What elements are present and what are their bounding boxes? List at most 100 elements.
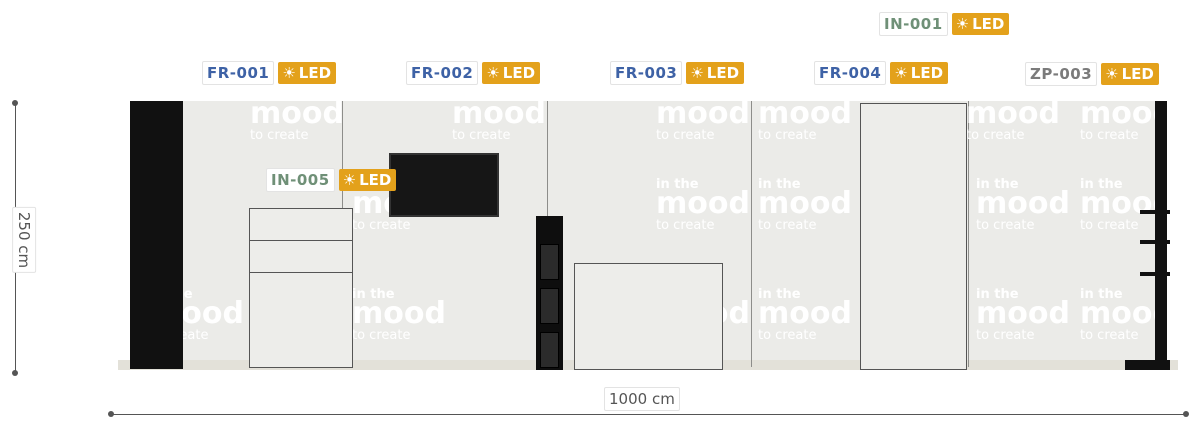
label-fr-001: FR-001 ☀LED xyxy=(202,61,337,85)
width-dimension-line xyxy=(111,414,1188,415)
wall-print-line1: in the xyxy=(1080,287,1123,302)
wall-print-line1: in the xyxy=(656,177,699,192)
wall-print-line2: mood xyxy=(976,186,1070,221)
wall-print-line1: in the xyxy=(758,87,801,102)
wall-print-line3: to create xyxy=(250,128,309,143)
led-badge: ☀LED xyxy=(951,13,1010,35)
center-counter xyxy=(574,263,723,370)
led-badge: ☀LED xyxy=(1101,63,1159,85)
led-badge: ☀LED xyxy=(686,62,745,84)
label-code: IN-001 xyxy=(879,12,948,36)
sun-icon: ☀ xyxy=(342,170,357,189)
brochure-slot xyxy=(540,332,559,368)
label-in-001: IN-001 ☀LED xyxy=(879,12,1010,36)
label-fr-004: FR-004 ☀LED xyxy=(814,61,949,85)
wall-print-line1: in the xyxy=(976,287,1019,302)
shelf-base xyxy=(1125,360,1170,370)
counter-divider xyxy=(249,240,353,241)
sun-icon: ☀ xyxy=(282,63,296,82)
left-pillar xyxy=(130,101,183,369)
label-fr-003: FR-003 ☀LED xyxy=(610,61,745,85)
wall-print-line3: to create xyxy=(452,128,511,143)
wall-print-line2: mood xyxy=(250,96,344,131)
wall-print-line3: to create xyxy=(976,328,1035,343)
wall-print-line1: in the xyxy=(352,287,395,302)
wall-print-line3: to create xyxy=(966,128,1025,143)
wall-print-line1: in the xyxy=(758,287,801,302)
wall-print-line2: mood xyxy=(966,96,1060,131)
wall-print-line3: to create xyxy=(1080,328,1139,343)
sun-icon: ☀ xyxy=(1105,64,1119,83)
wall-print-line2: mood xyxy=(758,96,852,131)
label-code: FR-002 xyxy=(406,61,479,85)
wall-shelf xyxy=(1140,272,1170,276)
panel-seam xyxy=(968,101,969,367)
dimension-end-dot xyxy=(1183,411,1189,417)
wall-print-line2: mood xyxy=(352,296,446,331)
wall-print-line1: in the xyxy=(250,87,293,102)
wall-print-line2: mood xyxy=(452,96,546,131)
tv-screen xyxy=(389,153,499,217)
wall-print-line3: to create xyxy=(1080,218,1139,233)
led-text: LED xyxy=(1121,65,1154,83)
sun-icon: ☀ xyxy=(486,63,500,82)
label-code: ZP-003 xyxy=(1025,62,1098,86)
wall-print-line3: to create xyxy=(352,328,411,343)
label-code: IN-005 xyxy=(266,168,335,192)
wall-print-line3: to create xyxy=(352,218,411,233)
label-code: FR-004 xyxy=(814,61,887,85)
width-label: 1000 cm xyxy=(604,387,680,411)
counter-in-005 xyxy=(249,208,353,368)
dimension-end-dot xyxy=(108,411,114,417)
led-text: LED xyxy=(972,15,1005,33)
wall-print-line1: in the xyxy=(758,177,801,192)
label-code: FR-003 xyxy=(610,61,683,85)
label-code: FR-001 xyxy=(202,61,275,85)
sun-icon: ☀ xyxy=(894,63,908,82)
wall-print-line3: to create xyxy=(758,328,817,343)
panel-seam xyxy=(751,101,752,367)
wall-print-line1: in the xyxy=(656,87,699,102)
label-zp-003: ZP-003 ☀LED xyxy=(1025,62,1159,86)
label-fr-002: FR-002 ☀LED xyxy=(406,61,541,85)
led-text: LED xyxy=(910,64,944,82)
brochure-slot xyxy=(540,288,559,324)
wall-print-line2: mood xyxy=(758,186,852,221)
wall-print-line2: mood xyxy=(656,96,750,131)
sun-icon: ☀ xyxy=(690,63,704,82)
height-label: 250 cm xyxy=(12,206,37,274)
wall-print-line1: in the xyxy=(976,177,1019,192)
led-badge: ☀LED xyxy=(890,62,949,84)
wall-print-line2: mood xyxy=(656,186,750,221)
wall-print-line3: to create xyxy=(1080,128,1139,143)
led-badge: ☀LED xyxy=(482,62,541,84)
wall-print-line2: mood xyxy=(976,296,1070,331)
wall-print-line1: in the xyxy=(1080,87,1123,102)
led-text: LED xyxy=(359,171,392,189)
wall-print-line3: to create xyxy=(758,128,817,143)
wall-print-line3: to create xyxy=(976,218,1035,233)
counter-divider xyxy=(249,272,353,273)
cabinet-fr-004 xyxy=(860,103,967,370)
wall-print-line3: to create xyxy=(656,218,715,233)
wall-print-line3: to create xyxy=(656,128,715,143)
right-pillar xyxy=(1155,101,1167,369)
wall-shelf xyxy=(1140,240,1170,244)
led-badge: ☀LED xyxy=(338,169,397,191)
wall-print-line2: mood xyxy=(758,296,852,331)
wall-print-line3: to create xyxy=(758,218,817,233)
led-text: LED xyxy=(298,64,332,82)
wall-print-line1: in the xyxy=(452,87,495,102)
brochure-rack xyxy=(536,216,563,370)
